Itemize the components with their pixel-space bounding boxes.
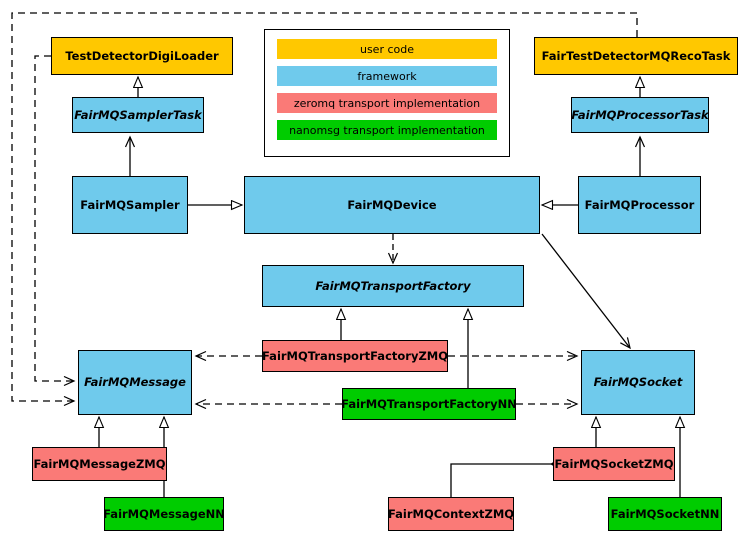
- legend-item-framework: framework: [277, 66, 497, 86]
- class-box-fairmqmessage[interactable]: FairMQMessage: [78, 350, 192, 415]
- class-box-fairmqprocessortask[interactable]: FairMQProcessorTask: [571, 97, 709, 133]
- class-box-fairmqsamplertask[interactable]: FairMQSamplerTask: [72, 97, 204, 133]
- class-box-fairmqcontextzmq[interactable]: FairMQContextZMQ: [388, 497, 514, 531]
- class-box-testdetectordigiloader[interactable]: TestDetectorDigiLoader: [51, 37, 233, 75]
- class-box-fairmqsocket[interactable]: FairMQSocket: [581, 350, 695, 415]
- class-box-fairmqtransportfactory[interactable]: FairMQTransportFactory: [262, 265, 524, 307]
- class-box-fairmqmessagezmq[interactable]: FairMQMessageZMQ: [32, 447, 167, 481]
- class-box-fairtestdetectormqrecotask[interactable]: FairTestDetectorMQRecoTask: [534, 37, 738, 75]
- legend-item-nanomsg: nanomsg transport implementation: [277, 120, 497, 140]
- class-box-fairmqsocketnn[interactable]: FairMQSocketNN: [608, 497, 722, 531]
- legend-item-user-code: user code: [277, 39, 497, 59]
- legend: user code framework zeromq transport imp…: [264, 29, 510, 157]
- class-box-fairmqtransportfactoryzmq[interactable]: FairMQTransportFactoryZMQ: [262, 340, 448, 372]
- class-box-fairmqdevice[interactable]: FairMQDevice: [244, 176, 540, 234]
- legend-item-zeromq: zeromq transport implementation: [277, 93, 497, 113]
- edge-recotask-to-message: [11, 12, 638, 401]
- class-box-fairmqsocketzmq[interactable]: FairMQSocketZMQ: [553, 447, 675, 481]
- edge-contextzmq-composition: [450, 458, 568, 497]
- class-box-fairmqprocessor[interactable]: FairMQProcessor: [578, 176, 701, 234]
- class-box-fairmqsampler[interactable]: FairMQSampler: [72, 176, 188, 234]
- class-box-fairmqtransportfactorynn[interactable]: FairMQTransportFactoryNN: [341, 388, 517, 420]
- edge-device-to-socket: [541, 233, 630, 348]
- edge-digiloader-to-message: [34, 55, 74, 381]
- class-box-fairmqmessagenn[interactable]: FairMQMessageNN: [103, 497, 225, 531]
